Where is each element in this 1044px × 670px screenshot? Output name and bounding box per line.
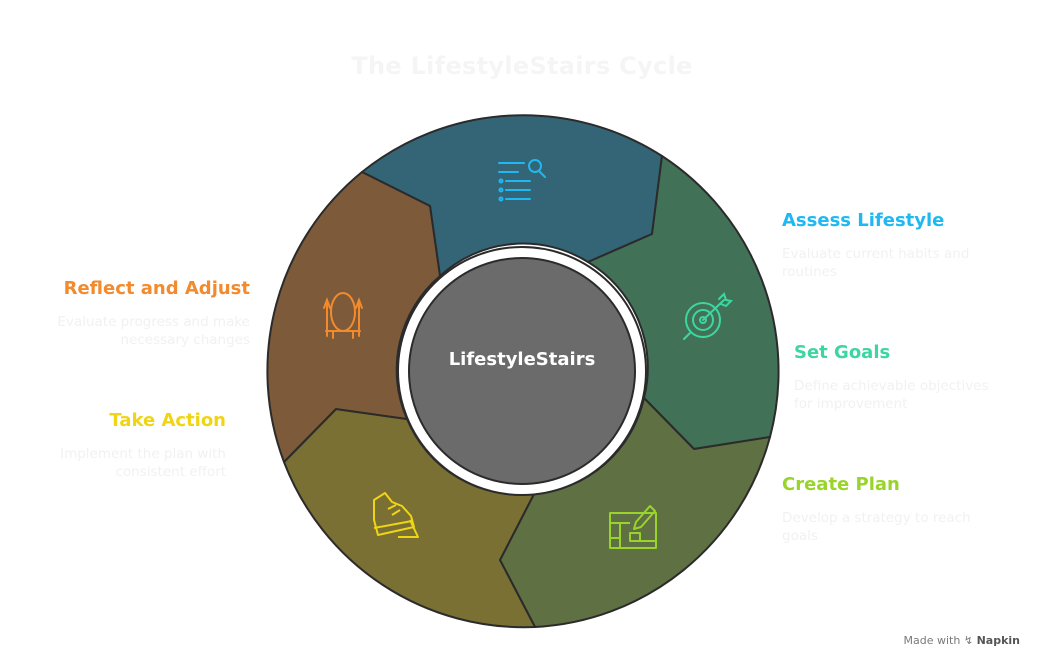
step-take-action: Take Action Implement the plan with cons… (60, 410, 226, 481)
step-title: Create Plan (782, 474, 900, 495)
step-set-goals: Set Goals Define achievable objectives f… (794, 342, 989, 413)
list-search-icon (498, 159, 546, 202)
target-icon (683, 292, 734, 340)
step-description-line2: goals (782, 528, 818, 544)
step-reflect-adjust: Reflect and Adjust Evaluate progress and… (57, 278, 250, 349)
step-description-line1: Define achievable objectives (794, 378, 989, 394)
step-description-line2: routines (782, 264, 838, 280)
step-description: Evaluate progress and make necessary cha… (57, 313, 250, 349)
segment-assess (361, 114, 663, 277)
napkin-logo-icon: ↯ (963, 634, 974, 647)
step-assess-lifestyle: Assess Lifestyle Evaluate current habits… (782, 210, 969, 281)
step-title: Set Goals (794, 342, 891, 363)
blueprint-icon (609, 505, 657, 549)
footer-attribution: Made with ↯ Napkin (904, 634, 1020, 647)
sneaker-icon (373, 492, 419, 538)
step-title: Assess Lifestyle (782, 210, 945, 231)
step-description: Evaluate current habits and routines (782, 245, 969, 281)
step-description: Develop a strategy to reach goals (782, 509, 971, 545)
step-description-line1: Evaluate progress and make (57, 314, 250, 330)
step-title: Reflect and Adjust (63, 278, 250, 299)
step-description-line1: Implement the plan with (60, 446, 226, 462)
footer-made-with: Made with (903, 634, 961, 647)
step-description: Define achievable objectives for improve… (794, 377, 989, 413)
hub-circle (408, 257, 636, 485)
step-description-line1: Evaluate current habits and (782, 246, 970, 262)
mirror-icon (323, 292, 363, 339)
footer-brand: Napkin (976, 634, 1020, 647)
step-description-line2: consistent effort (115, 464, 226, 480)
diagram-title: The LifestyleStairs Cycle (351, 52, 693, 80)
step-description-line2: for improvement (794, 396, 908, 412)
step-description-line1: Develop a strategy to reach (782, 510, 971, 526)
step-title: Take Action (109, 410, 226, 431)
step-description: Implement the plan with consistent effor… (60, 445, 226, 481)
step-description-line2: necessary changes (120, 332, 250, 348)
segment-goals (587, 155, 780, 450)
hub-label: LifestyleStairs (449, 349, 596, 370)
step-create-plan: Create Plan Develop a strategy to reach … (782, 474, 971, 545)
